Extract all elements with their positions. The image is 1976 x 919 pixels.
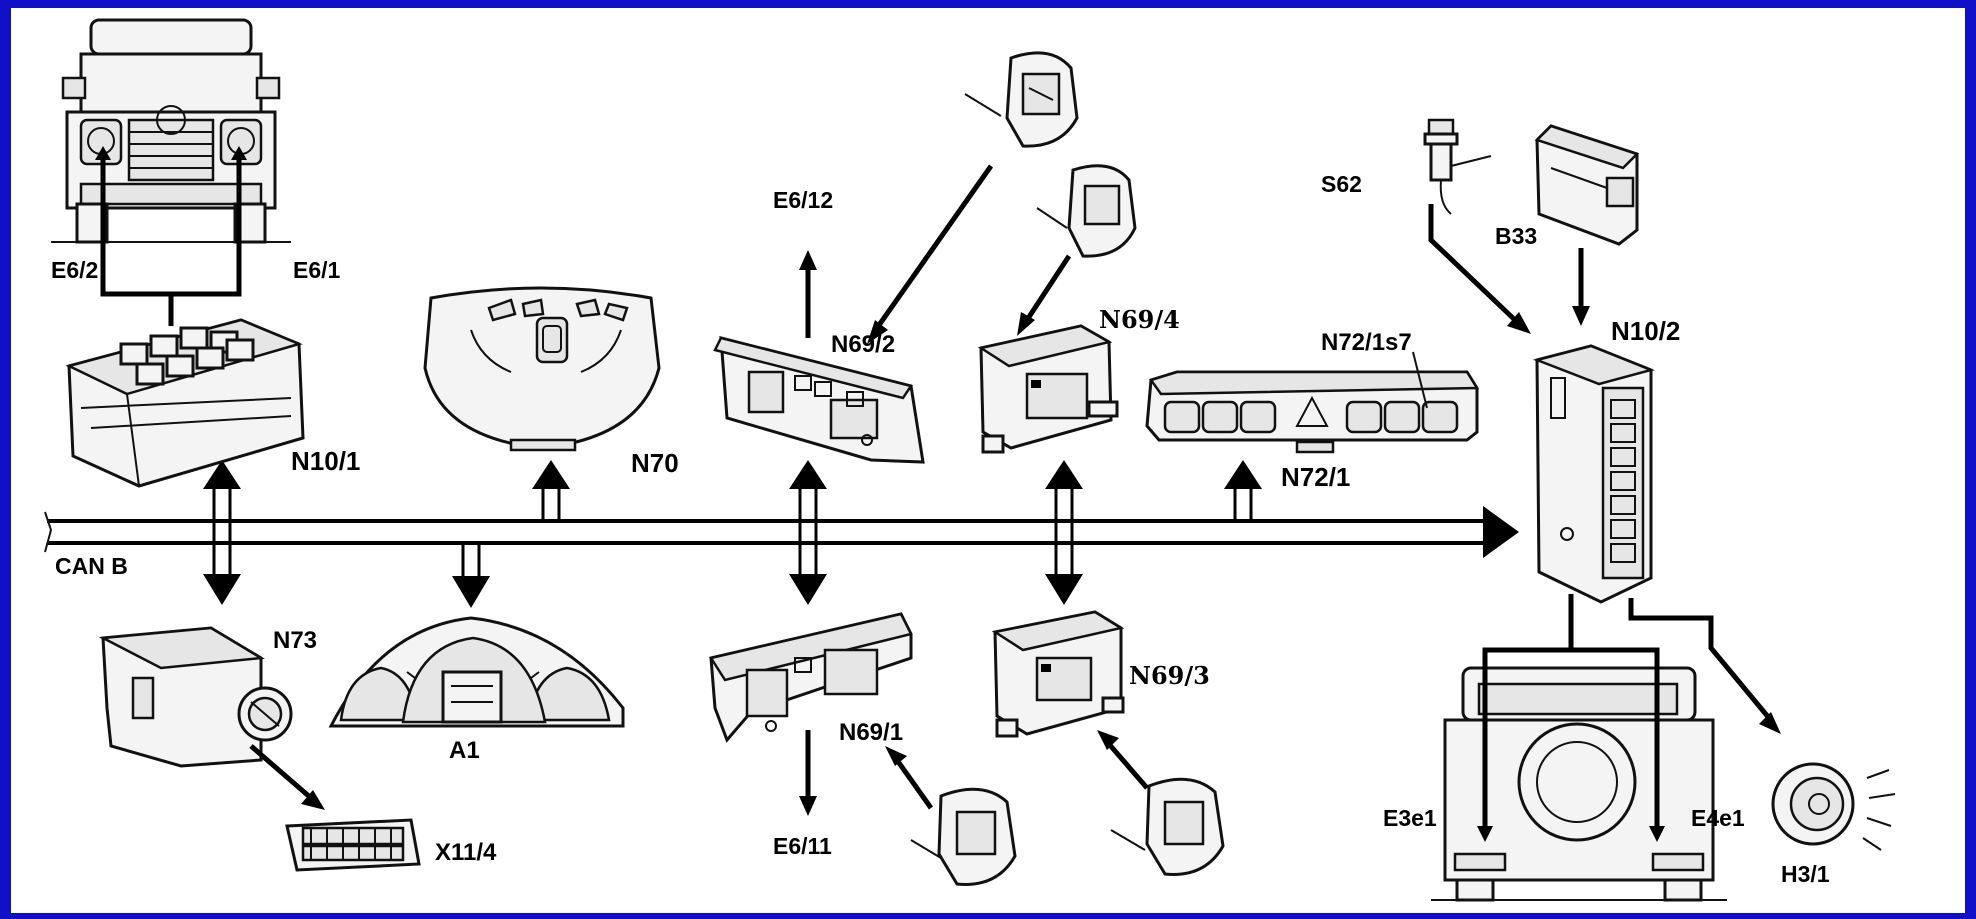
label-n69-1: N69/1 [839,719,903,746]
door-switch-arrow-to-n69-2 [867,164,994,344]
label-h3-1: H3/1 [1781,861,1830,887]
bus-connector-n69-2-n69-1 [789,460,827,605]
b33-arrow-to-n10-2 [1572,248,1590,326]
label-n69-4: N69/4 [1099,305,1180,334]
door-switch-arrow-to-n69-4 [1017,254,1072,336]
door-switch-arrow-to-n69-3 [1097,730,1149,790]
diagram-canvas: E6/2 E6/1 N10/1 N70 E6/12 N69/2 N69/4 N7… [11,8,1965,913]
n73-arrow-to-x11-4 [249,744,325,810]
label-n10-2: N10/2 [1611,316,1680,346]
n69-3-door-control-module [991,610,1125,738]
x11-4-diagnostic-connector [285,818,421,872]
label-n69-3: N69/3 [1129,661,1210,690]
door-switch-bottom-left [910,787,1017,886]
bus-connector-n10-1 [203,460,241,605]
label-e6-12: E6/12 [773,187,833,213]
label-e6-1: E6/1 [293,257,341,283]
label-n69-2: N69/2 [831,331,895,358]
n10-1-module [65,318,305,488]
b33-sensor [1534,124,1640,246]
n10-2-rear-lamp-wiring [1477,594,1665,842]
e6-11-arrow [799,730,817,816]
bus-connector-n70 [532,460,570,521]
label-e4e1: E4e1 [1691,805,1745,831]
n10-2-module [1532,344,1655,604]
label-can-b: CAN B [55,553,128,579]
label-e6-11: E6/11 [773,833,832,859]
n72-1-control-panel [1145,351,1480,454]
can-b-network-diagram: E6/2 E6/1 N10/1 N70 E6/12 N69/2 N69/4 N7… [44,18,1896,902]
n69-2-door-control-module [713,336,925,464]
label-s62: S62 [1321,171,1362,197]
label-x11-4: X11/4 [435,839,497,866]
can-b-bus [44,506,1519,558]
e6-12-arrow [799,250,817,338]
bus-connector-a1 [452,543,490,608]
vehicle-front-illustration [51,18,291,244]
label-n72-1: N72/1 [1281,462,1350,492]
a1-instrument-cluster [328,616,625,728]
n69-1-door-control-module [708,612,913,743]
door-switch-arrow-to-n69-1 [885,746,934,810]
headlamp-wiring [95,146,247,326]
s62-arrow-to-n10-2 [1428,204,1531,334]
label-a1: A1 [449,737,480,764]
h3-1-siren [1771,762,1896,851]
door-switch-top-right [1036,164,1137,258]
door-switch-bottom-right [1110,777,1225,876]
n73-ignition-switch [98,626,293,768]
n10-2-arrow-to-h3-1 [1628,598,1781,734]
n69-4-door-control-module [977,324,1119,454]
s62-switch [1423,118,1492,215]
label-n10-1: N10/1 [291,446,360,476]
vehicle-rear-illustration [1431,666,1727,902]
label-n70: N70 [631,448,679,478]
label-e6-2: E6/2 [51,257,98,283]
door-switch-top-left [964,51,1079,148]
bus-connector-n69-4-n69-3 [1045,460,1083,605]
bus-arrow-head [1483,506,1519,558]
label-n73: N73 [273,627,317,654]
n70-overhead-control-panel [423,286,661,452]
label-e3e1: E3e1 [1383,805,1437,831]
label-b33: B33 [1495,223,1537,249]
label-n72-1s7: N72/1s7 [1321,329,1412,356]
bus-connector-n72-1 [1224,460,1262,521]
